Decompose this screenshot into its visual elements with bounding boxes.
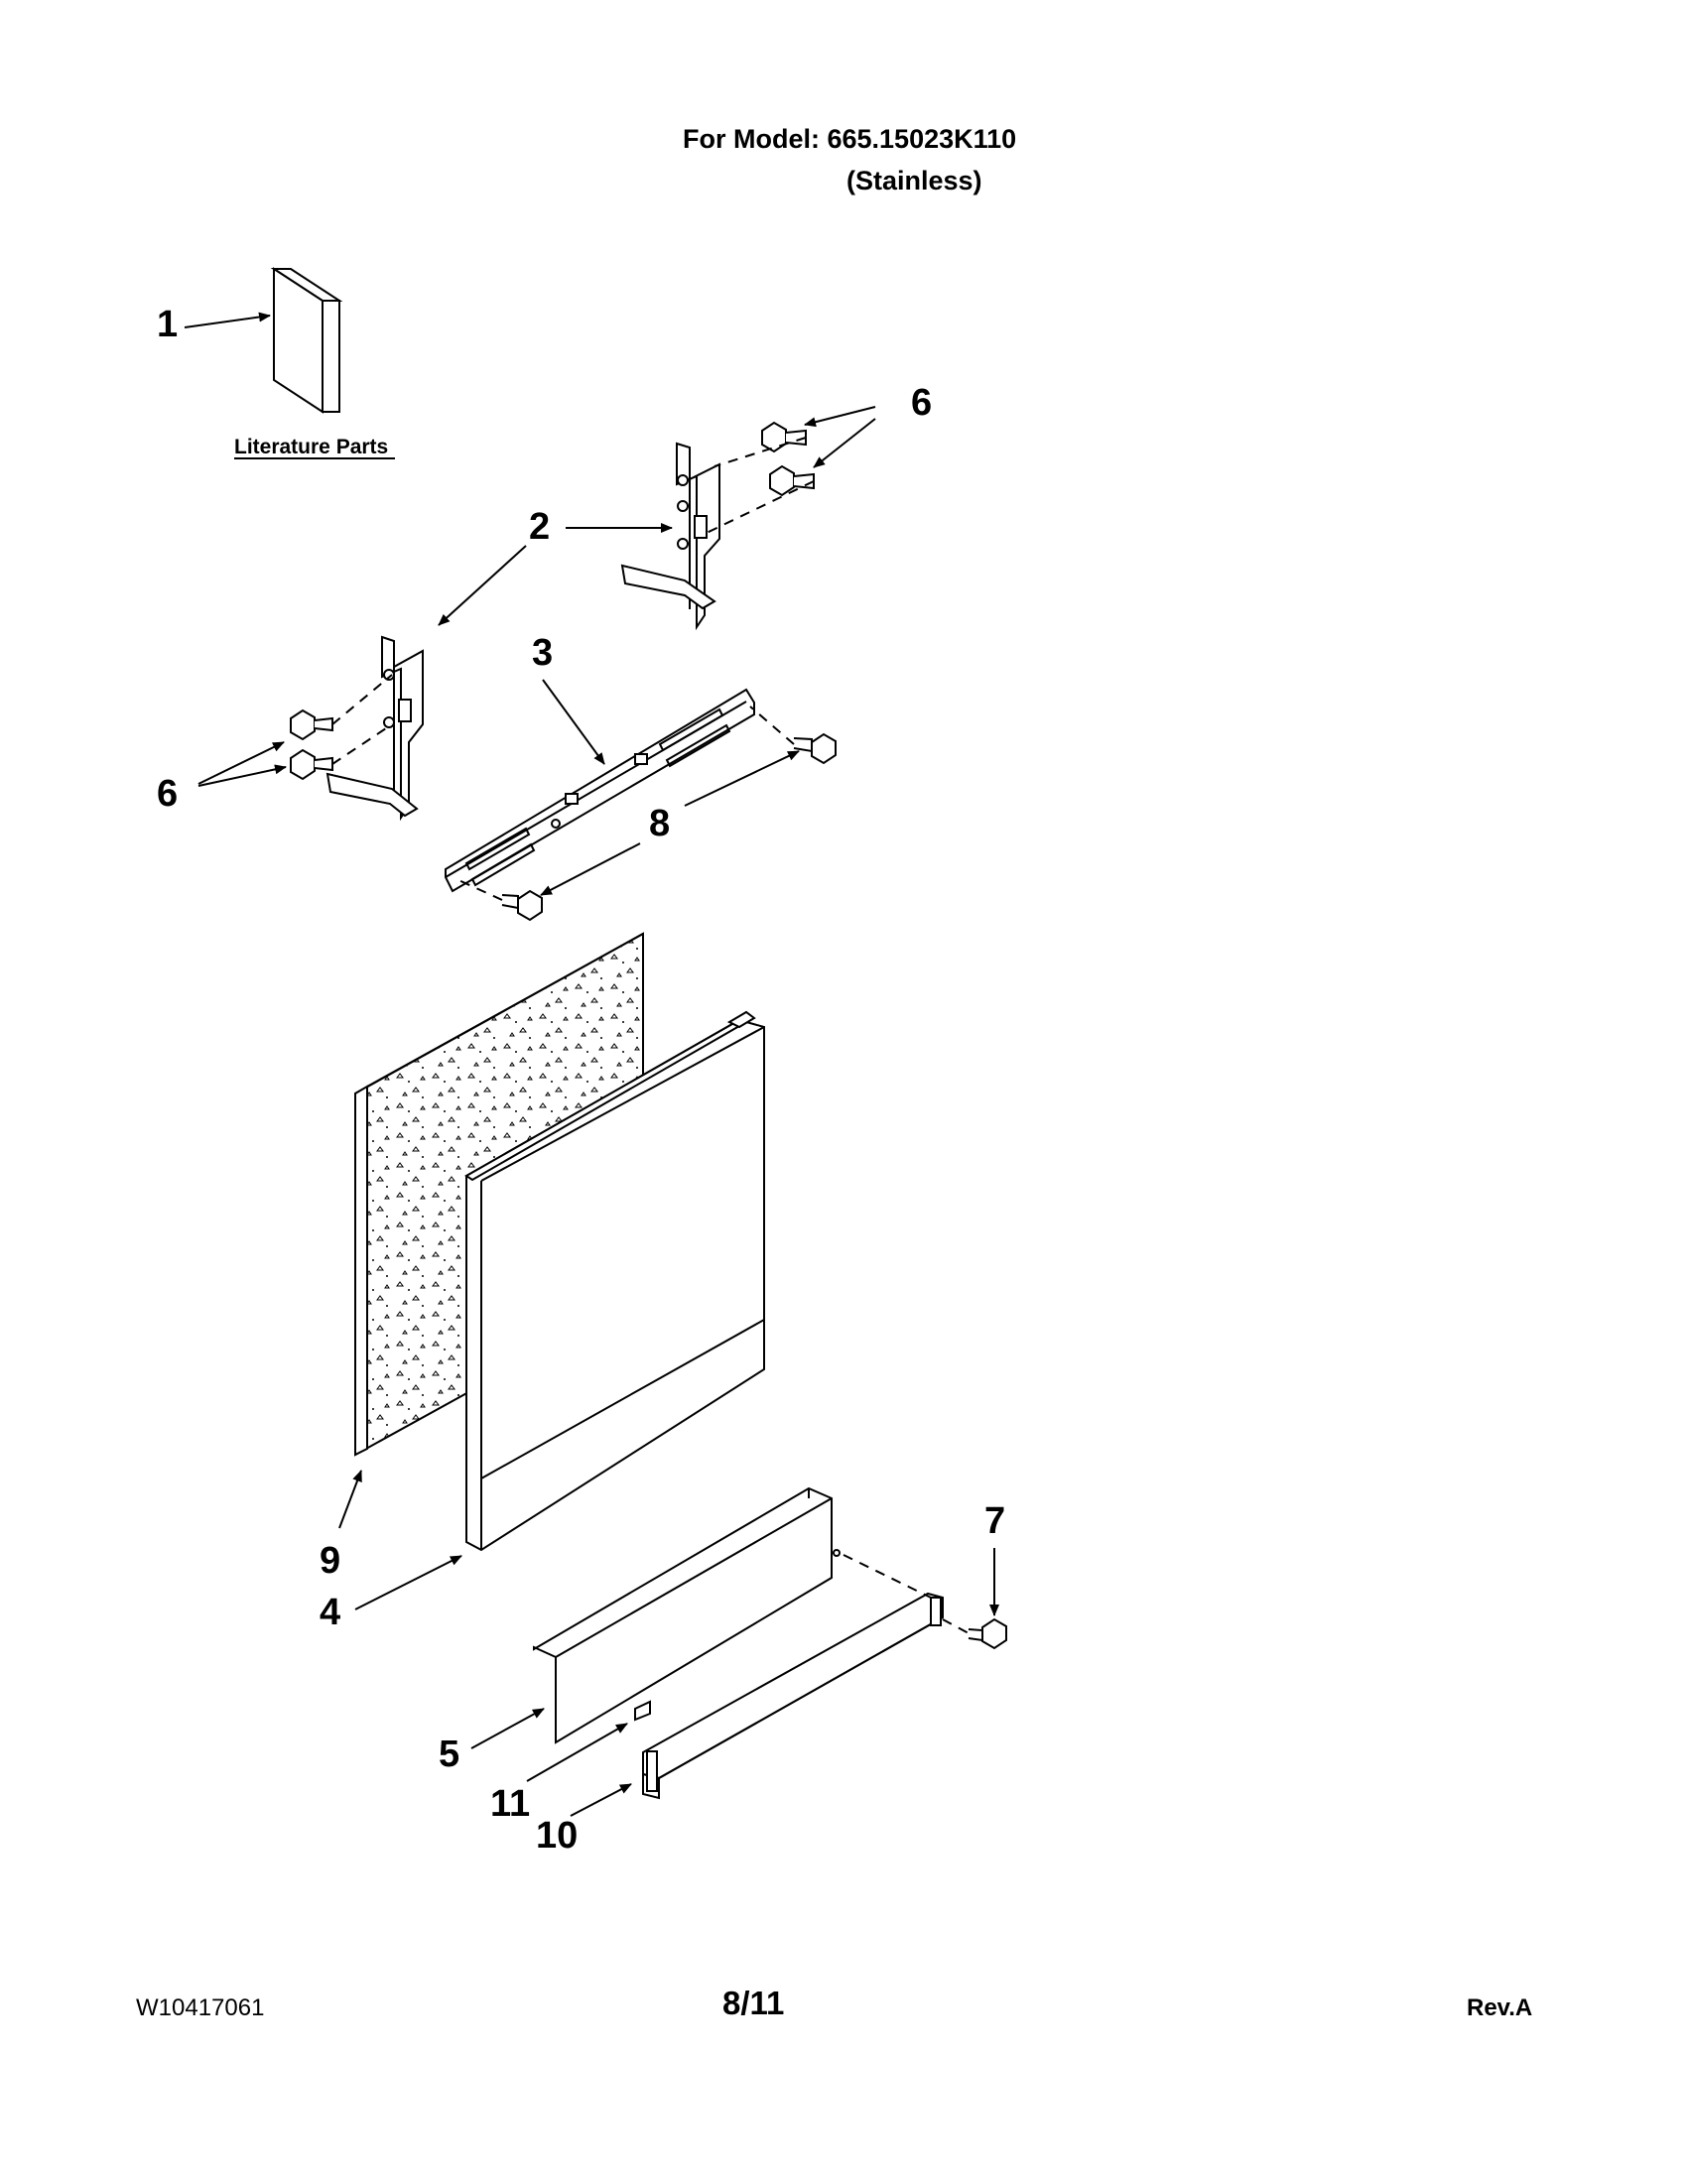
revision-label: Rev.A (1467, 1994, 1533, 2021)
screw-left-1 (290, 708, 333, 741)
rail-screw-right (793, 732, 837, 765)
toe-panel-clip (634, 1700, 651, 1722)
callout-5: 5 (439, 1734, 459, 1775)
toe-panel-screw (968, 1617, 1007, 1650)
callout-9: 9 (320, 1540, 340, 1582)
screw-left-2 (290, 748, 333, 781)
model-variant: (Stainless) (846, 166, 982, 195)
horizontal-mounting-rail (445, 688, 755, 893)
document-number: W10417061 (136, 1994, 265, 2021)
callout-2: 2 (529, 506, 550, 548)
callout-4: 4 (320, 1592, 340, 1633)
page-number: 8/11 (722, 1985, 785, 2021)
outer-door-panel (464, 1010, 765, 1552)
callout-11: 11 (490, 1783, 530, 1825)
right-mounting-bracket (620, 442, 720, 631)
literature-booklet (270, 267, 343, 414)
leader-line (184, 312, 271, 328)
callout-8: 8 (649, 803, 670, 844)
callout-6-left: 6 (157, 773, 178, 815)
screw-dashes (331, 437, 815, 765)
toe-panel-dashes (843, 1554, 970, 1634)
literature-parts-label: Literature Parts (234, 436, 388, 458)
callout-10: 10 (536, 1815, 578, 1857)
toe-panel (642, 1592, 944, 1800)
leader-arrows (197, 406, 999, 1817)
callout-3: 3 (532, 632, 553, 674)
toe-panel-support (533, 1486, 841, 1744)
left-mounting-bracket (325, 635, 424, 822)
rail-screw-left (501, 889, 543, 922)
callout-1: 1 (157, 304, 178, 345)
callout-6-top: 6 (911, 382, 932, 424)
model-title: For Model: 665.15023K110 (683, 124, 1017, 154)
rail-screw-dashes (455, 706, 795, 901)
callout-7: 7 (984, 1500, 1005, 1542)
screw-top-1 (761, 421, 807, 453)
